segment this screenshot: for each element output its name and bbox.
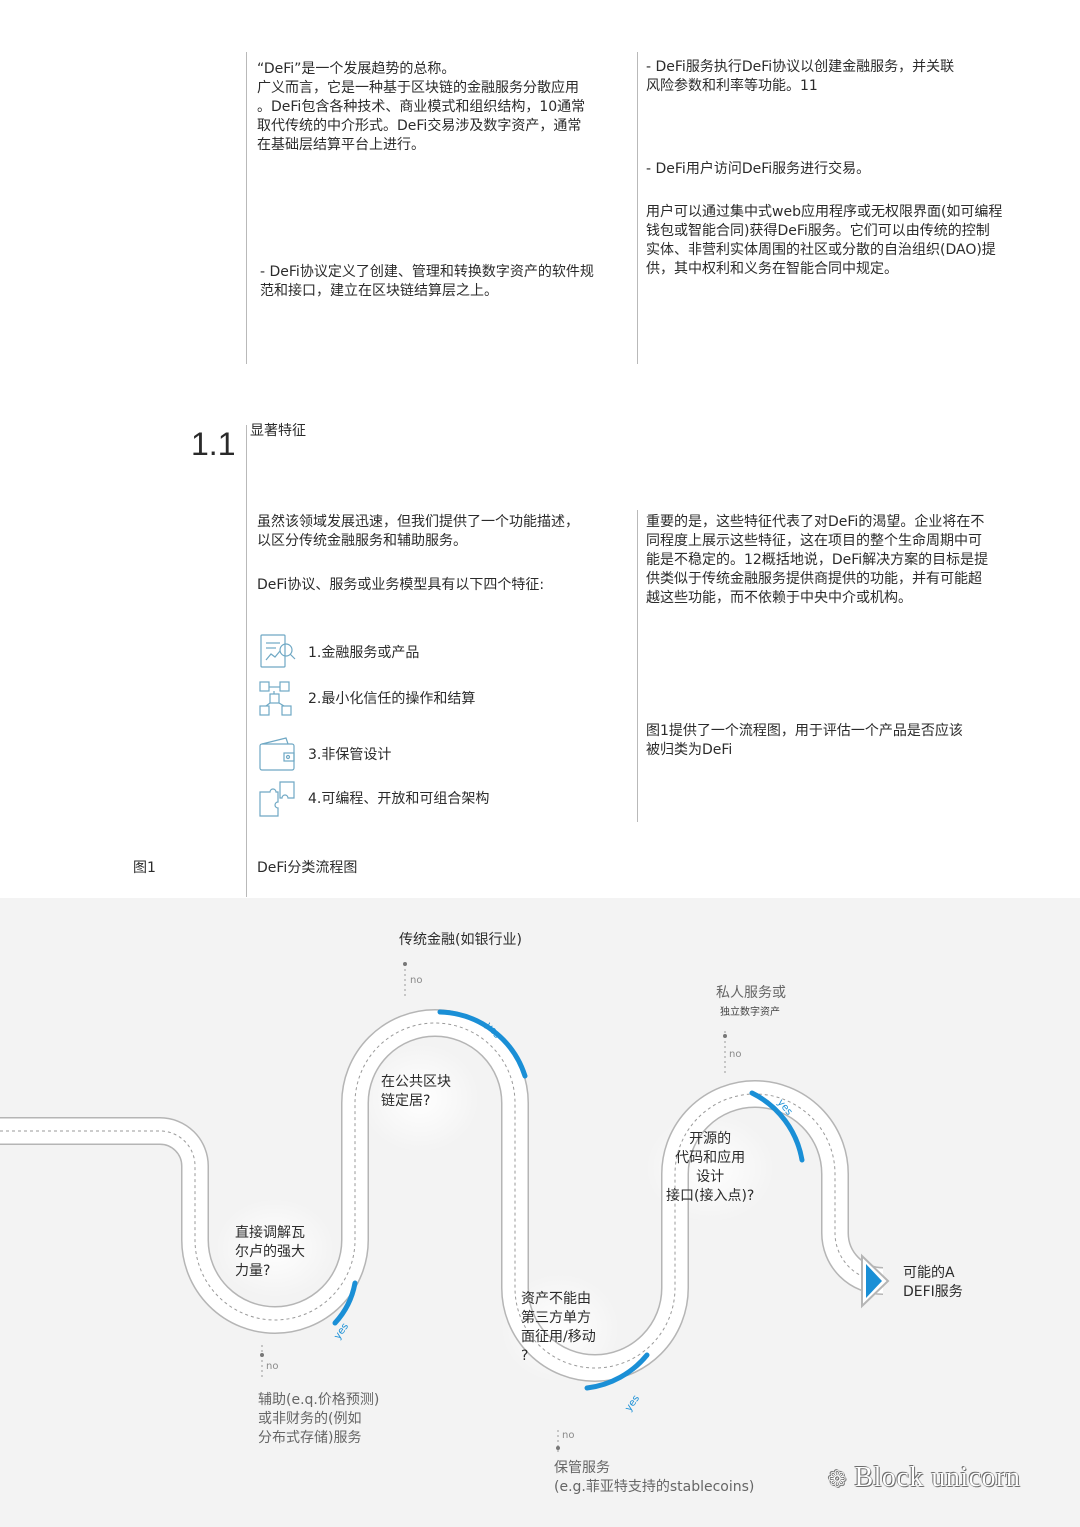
section-divider-right	[637, 510, 638, 822]
section-divider-left	[246, 425, 247, 897]
figure-reference-paragraph: 图1提供了一个流程图，用于评估一个产品是否应该 被归类为DeFi	[646, 723, 963, 758]
figure-label: 图1	[133, 860, 156, 876]
feature-item-financial: 1.金融服务或产品	[258, 632, 598, 674]
section-features-intro: DeFi协议、服务或业务模型具有以下四个特征:	[257, 577, 545, 593]
aspiration-paragraph: 重要的是，这些特征代表了对DeFi的渴望。企业将在不 同程度上展示这些特征，这在…	[646, 514, 989, 606]
defi-access-paragraph: 用户可以通过集中式web应用程序或无权限界面(如可编程 钱包或智能合同)获得De…	[646, 204, 1003, 277]
figure-title: DeFi分类流程图	[257, 860, 358, 876]
feature-label: 4.可编程、开放和可组合架构	[308, 791, 490, 807]
question-public-blockchain: 在公共区块 链定居?	[381, 1074, 451, 1109]
defi-protocol-paragraph: - DeFi协议定义了创建、管理和转换数字资产的软件规 范和接口，建立在区块链结…	[260, 264, 594, 299]
column-divider-left	[246, 52, 247, 364]
puzzle-icon	[258, 778, 298, 818]
section-intro-paragraph: 虽然该领域发展迅速，但我们提供了一个功能描述， 以区分传统金融服务和辅助服务。	[257, 514, 579, 549]
feature-item-trust: 2.最小化信任的操作和结算	[258, 678, 598, 720]
outcome-auxiliary: 辅助(e.q.价格预测) 或非财务的(例如 分布式存储)服务	[258, 1392, 380, 1446]
outcome-traditional-finance: 传统金融(如银行业)	[399, 932, 522, 948]
wallet-icon	[258, 734, 298, 774]
column-divider-right	[637, 52, 638, 364]
question-value-control: 直接调解瓦 尔卢的强大 力量?	[235, 1225, 305, 1279]
watermark-text: Block unicorn	[854, 1462, 1021, 1493]
feature-item-programmable: 4.可编程、开放和可组合架构	[258, 778, 598, 820]
no-label: no	[562, 1430, 575, 1441]
no-label: no	[266, 1361, 279, 1372]
finance-document-icon	[258, 632, 298, 672]
question-non-custodial: 资产不能由 第三方单方 面征用/移动 ?	[521, 1291, 596, 1364]
feature-label: 1.金融服务或产品	[308, 645, 420, 661]
wechat-icon: ❁	[828, 1466, 847, 1492]
outcome-private-service: 私人服务或	[716, 985, 786, 1001]
outcome-custodial: 保管服务 (e.g.菲亚特支持的stablecoins)	[554, 1460, 755, 1495]
question-open-source: 开源的 代码和应用 设计 接口(接入点)?	[666, 1131, 755, 1204]
watermark: ❁ Block unicorn	[828, 1462, 1020, 1494]
no-label: no	[729, 1049, 742, 1060]
result-defi-service: 可能的A DEFI服务	[903, 1265, 963, 1300]
no-label: no	[410, 975, 423, 986]
network-cubes-icon	[258, 678, 298, 718]
section-title: 显著特征	[250, 423, 306, 439]
section-number: 1.1	[191, 426, 236, 462]
flowchart-track	[0, 962, 890, 1454]
feature-item-noncustodial: 3.非保管设计	[258, 734, 598, 776]
defi-user-paragraph: - DeFi用户访问DeFi服务进行交易。	[646, 161, 871, 177]
feature-label: 3.非保管设计	[308, 747, 392, 763]
flowchart-background	[0, 898, 1080, 1527]
outcome-private-service-sub: 独立数字资产	[720, 1007, 780, 1018]
feature-label: 2.最小化信任的操作和结算	[308, 691, 476, 707]
defi-definition-paragraph: “DeFi”是一个发展趋势的总称。 广义而言，它是一种基于区块链的金融服务分散应…	[257, 61, 586, 153]
defi-service-paragraph: - DeFi服务执行DeFi协议以创建金融服务，并关联 风险参数和利率等功能。1…	[646, 59, 955, 94]
